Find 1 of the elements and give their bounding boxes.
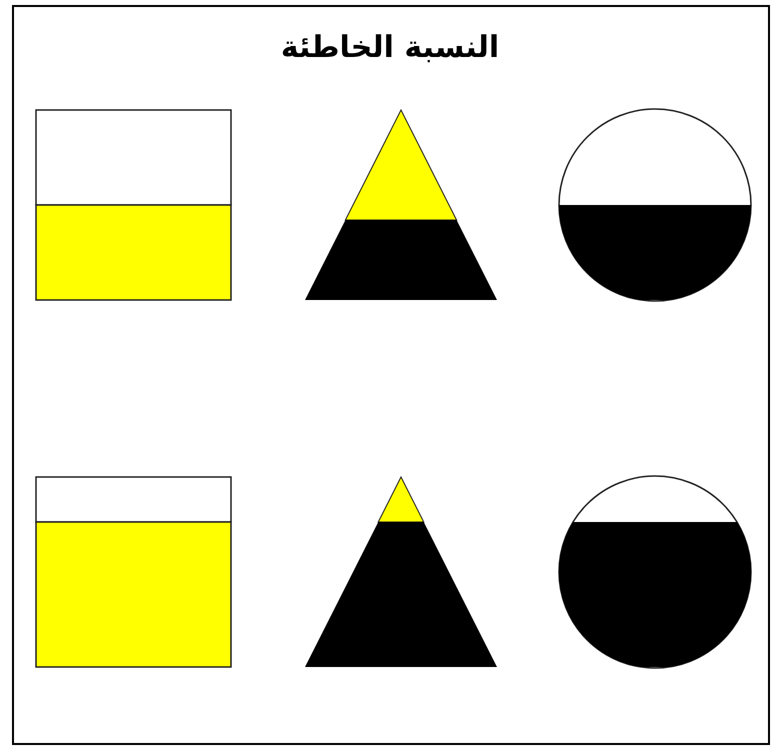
diagram-title: النسبة الخاطئة xyxy=(280,30,500,65)
